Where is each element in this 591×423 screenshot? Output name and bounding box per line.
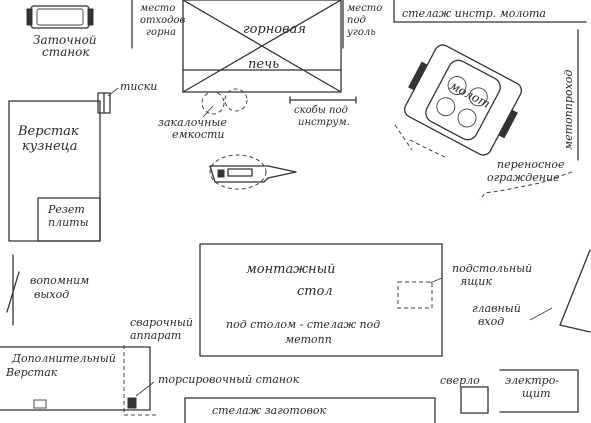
assembly-table: монтажный стол под столом - стелаж под м… (199, 243, 443, 357)
welding-unit-label-1: сварочный (130, 316, 193, 329)
pedestal-box-label-2: ящик (460, 275, 492, 288)
drill-label: сверло (440, 374, 480, 387)
electrical-panel-label-1: электро- (505, 374, 559, 387)
main-entrance-label-1: главный (472, 302, 521, 315)
main-entrance: главный вход (472, 249, 591, 333)
power-hammer: молот (404, 44, 522, 156)
sharpening-machine-label-1: Заточной (33, 33, 97, 47)
under-table-rack-label-2: метопп (285, 333, 332, 346)
grinding-machine: торсировочный станок (135, 373, 300, 397)
vise-label: тиски (120, 80, 157, 93)
tool-brackets-label-1: скобы под (294, 105, 348, 116)
quench-tanks: закалочные емкости (158, 88, 248, 141)
coal-place-label-2: под (347, 15, 366, 26)
welding-unit: сварочный аппарат (123, 316, 193, 416)
pedestal-box: подстольный ящик (397, 262, 532, 309)
coal-place-label-1: место (347, 3, 382, 14)
electrical-panel-label-2: щит (522, 387, 551, 400)
emergency-exit-label-1: вопомним (30, 274, 89, 287)
blacksmith-bench-label-2: кузнеца (22, 139, 77, 154)
forge-furnace: горновая печь (182, 0, 342, 93)
hammer-clearance-2 (394, 124, 413, 151)
coal-place-label-3: уголь (346, 27, 376, 38)
hammer-clearance (409, 139, 446, 158)
slag-place: место отходов горна (140, 3, 186, 38)
quench-tanks-label-1: закалочные (158, 116, 227, 129)
emergency-exit-label-2: выход (34, 288, 69, 301)
quench-tanks-label-2: емкости (172, 128, 225, 141)
extra-bench: Дополнительный Верстак (0, 346, 151, 411)
slab-cut-label-2: плиты (48, 216, 89, 229)
blacksmith-bench-label-1: Верстак (17, 124, 79, 139)
blanks-rack-label: стелаж заготовок (212, 404, 326, 417)
drill: сверло (440, 374, 489, 414)
slag-place-label-1: место (140, 3, 175, 14)
slag-place-label-2: отходов (140, 15, 186, 26)
tool-brackets-label-2: инструм. (298, 117, 350, 128)
vise: тиски (97, 80, 157, 114)
blanks-rack: стелаж заготовок (184, 397, 436, 423)
hammer-tool-rack-label: стелаж инстр. молота (402, 7, 546, 20)
blacksmith-bench: Верстак кузнеца Резет плиты (8, 100, 101, 242)
electrical-panel: электро- щит (499, 369, 579, 413)
forge-label: горновая (243, 22, 306, 37)
portable-guard: переносное ограждение (479, 158, 573, 201)
under-table-rack-label-1: под столом - стелаж под (226, 318, 380, 331)
main-entrance-label-2: вход (478, 315, 504, 328)
hammer-tool-rack: стелаж инстр. молота (393, 0, 587, 23)
hammer-label: молот (448, 78, 493, 111)
portable-guard-label-1: переносное (497, 158, 565, 171)
coal-place: место под уголь (342, 0, 382, 49)
extra-bench-label-1: Дополнительный (11, 352, 116, 365)
tool-brackets: скобы под инструм. (289, 96, 357, 128)
sharpening-machine: Заточной станок (26, 5, 97, 59)
sharpening-machine-label-2: станок (42, 45, 90, 59)
grinding-machine-label: торсировочный станок (158, 373, 300, 386)
extra-bench-label-2: Верстак (5, 366, 58, 379)
slag-place-label-3: горна (146, 27, 176, 38)
emergency-exit: вопомним выход (6, 254, 89, 326)
assembly-table-label-1: монтажный (246, 262, 336, 277)
hammer-aisle: метоппроход (562, 29, 579, 161)
slab-cut-label-1: Резет (47, 203, 85, 216)
furnace-label: печь (248, 57, 279, 72)
welding-unit-label-2: аппарат (130, 329, 181, 342)
hammer-aisle-label: метоппроход (562, 70, 575, 150)
pedestal-box-label-1: подстольный (452, 262, 532, 275)
portable-guard-label-2: ограждение (487, 171, 560, 184)
assembly-table-label-2: стол (297, 284, 333, 299)
anvil (209, 154, 297, 190)
